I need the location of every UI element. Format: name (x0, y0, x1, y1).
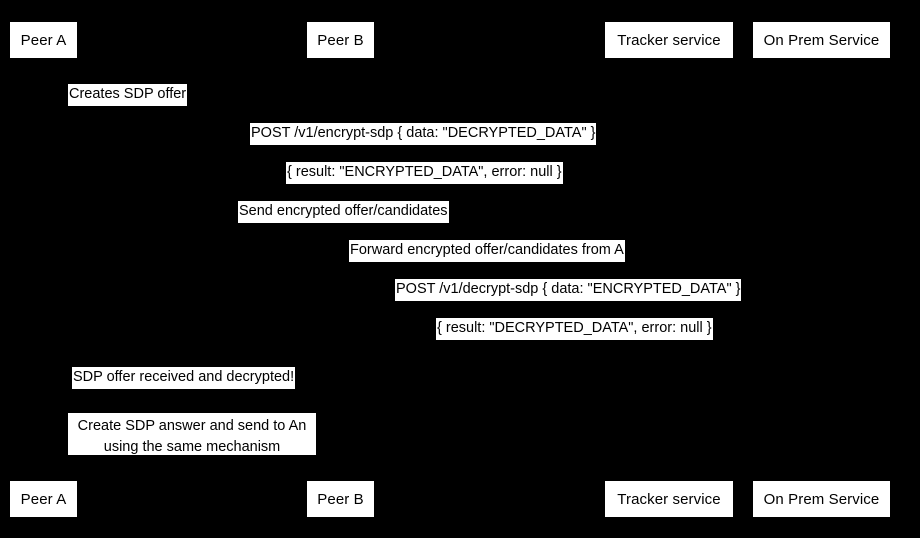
message-text-line-2: using the same mechanism (103, 439, 281, 455)
message-text: Creates SDP offer (69, 86, 187, 102)
participant-peer-a-top[interactable]: Peer A (10, 22, 77, 58)
arrow-post-encrypt-sdp (43, 147, 821, 148)
participant-label: Peer B (317, 31, 364, 49)
message-text: Forward encrypted offer/candidates from … (350, 242, 624, 258)
message-text: POST /v1/encrypt-sdp { data: "DECRYPTED_… (251, 125, 596, 141)
message-label-create-sdp-answer[interactable]: Create SDP answer and send to An using t… (68, 413, 316, 455)
message-label-sdp-offer-received[interactable]: SDP offer received and decrypted! (72, 367, 296, 389)
message-text: { result: "DECRYPTED_DATA", error: null … (437, 320, 712, 336)
message-text: Send encrypted offer/candidates (239, 203, 448, 219)
participant-tracker-service-top[interactable]: Tracker service (605, 22, 733, 58)
arrow-forward-encrypted-offer (340, 264, 669, 265)
participant-peer-b-top[interactable]: Peer B (307, 22, 374, 58)
arrow-send-encrypted-offer (43, 225, 669, 226)
participant-label: On Prem Service (763, 490, 880, 508)
participant-label: Tracker service (617, 490, 721, 508)
message-label-forward-encrypted-offer[interactable]: Forward encrypted offer/candidates from … (349, 240, 625, 262)
arrow-post-decrypt-sdp (340, 303, 821, 304)
participant-on-prem-service-top[interactable]: On Prem Service (753, 22, 890, 58)
message-label-send-encrypted-offer[interactable]: Send encrypted offer/candidates (238, 201, 449, 223)
participant-label: On Prem Service (763, 31, 880, 49)
arrow-decrypt-sdp-response (340, 342, 821, 343)
participant-label: Peer A (20, 31, 67, 49)
participant-label: Peer A (20, 490, 67, 508)
message-label-creates-sdp-offer[interactable]: Creates SDP offer (68, 84, 188, 106)
participant-label: Tracker service (617, 31, 721, 49)
message-text: { result: "ENCRYPTED_DATA", error: null … (287, 164, 562, 180)
lifeline-tracker-service (669, 58, 670, 471)
message-text: SDP offer received and decrypted! (73, 369, 295, 385)
lifeline-peer-a (43, 58, 44, 471)
participant-label: Peer B (317, 490, 364, 508)
message-label-post-encrypt-sdp[interactable]: POST /v1/encrypt-sdp { data: "DECRYPTED_… (250, 123, 597, 145)
participant-tracker-service-bottom[interactable]: Tracker service (605, 481, 733, 517)
participant-peer-a-bottom[interactable]: Peer A (10, 481, 77, 517)
message-label-decrypt-sdp-response[interactable]: { result: "DECRYPTED_DATA", error: null … (436, 318, 713, 340)
message-text: POST /v1/decrypt-sdp { data: "ENCRYPTED_… (396, 281, 741, 297)
arrow-encrypt-sdp-response (43, 186, 821, 187)
message-text-line-1: Create SDP answer and send to An (77, 418, 307, 434)
message-label-encrypt-sdp-response[interactable]: { result: "ENCRYPTED_DATA", error: null … (286, 162, 563, 184)
participant-on-prem-service-bottom[interactable]: On Prem Service (753, 481, 890, 517)
lifeline-on-prem-service (821, 58, 822, 471)
participant-peer-b-bottom[interactable]: Peer B (307, 481, 374, 517)
message-label-post-decrypt-sdp[interactable]: POST /v1/decrypt-sdp { data: "ENCRYPTED_… (395, 279, 742, 301)
